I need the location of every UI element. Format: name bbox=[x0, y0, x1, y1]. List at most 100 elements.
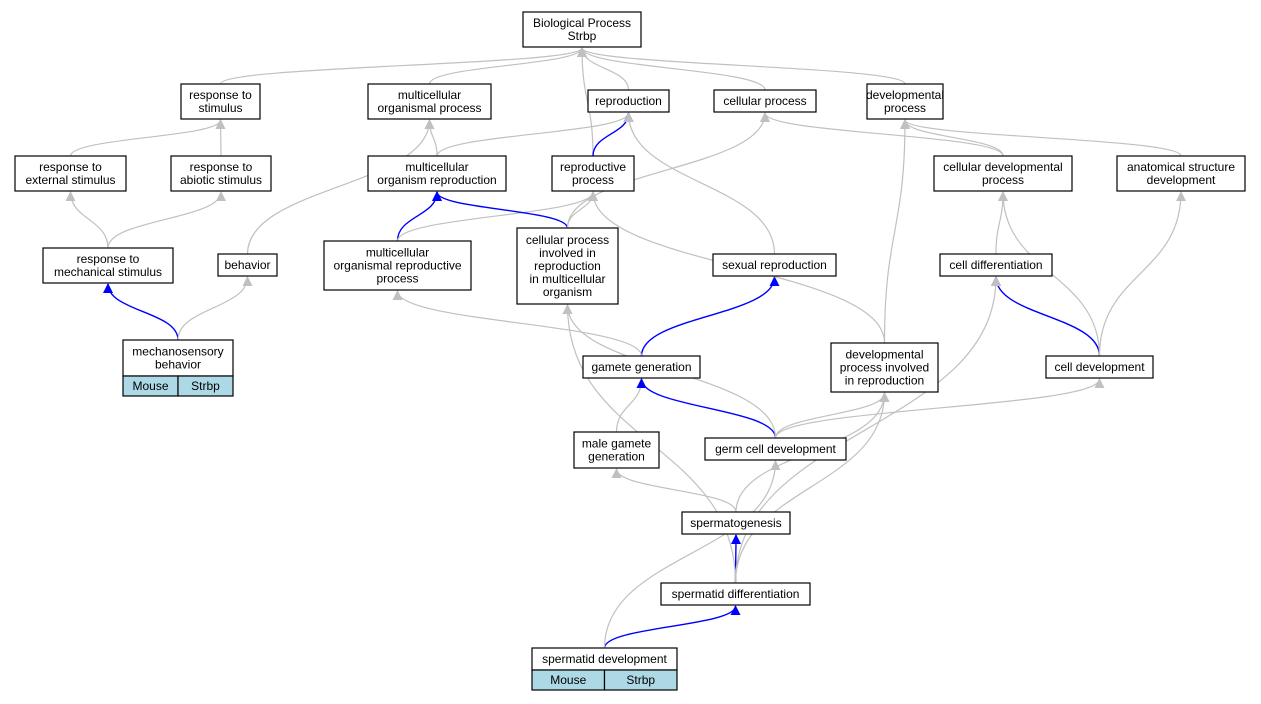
term-label: response to bbox=[190, 160, 253, 174]
term-box bbox=[551, 155, 635, 192]
term-label: cell development bbox=[1054, 360, 1145, 374]
edge-cpirmo-to-cellp bbox=[566, 112, 770, 229]
edge-rp-to-repro bbox=[592, 112, 634, 157]
term-box bbox=[712, 253, 837, 277]
annotation-label: Mouse bbox=[132, 379, 168, 393]
edge-rtes-to-rts bbox=[69, 119, 226, 157]
term-label: process bbox=[884, 101, 926, 115]
term-label: Strbp bbox=[568, 29, 597, 43]
term-label: developmental bbox=[845, 348, 923, 362]
term-box bbox=[516, 227, 619, 305]
term-node-celldev[interactable]: cell development bbox=[1045, 355, 1154, 379]
term-box bbox=[42, 247, 174, 284]
term-box bbox=[866, 83, 944, 120]
term-label: anatomical structure bbox=[1127, 160, 1235, 174]
term-label: organismal reproductive bbox=[333, 259, 461, 273]
edge-celldev-to-asd bbox=[1098, 191, 1186, 357]
term-label: Biological Process bbox=[533, 16, 631, 30]
term-node-sexr[interactable]: sexual reproduction bbox=[712, 253, 837, 277]
annotation-label: Strbp bbox=[626, 673, 655, 687]
term-node-behavior[interactable]: behavior bbox=[217, 253, 278, 277]
term-box bbox=[522, 11, 642, 48]
term-label: mechanosensory bbox=[132, 345, 223, 359]
term-node-sperg[interactable]: spermatogenesis bbox=[681, 511, 791, 535]
term-label: mechanical stimulus bbox=[54, 265, 162, 279]
term-label: reproduction bbox=[595, 94, 662, 108]
term-box bbox=[367, 83, 492, 120]
term-label: multicellular bbox=[366, 246, 429, 260]
term-label: behavior bbox=[155, 358, 201, 372]
term-box bbox=[367, 155, 507, 192]
term-label: process bbox=[572, 173, 614, 187]
term-box bbox=[933, 155, 1073, 192]
term-label: spermatogenesis bbox=[690, 516, 781, 530]
term-label: cellular developmental bbox=[943, 160, 1062, 174]
term-box bbox=[681, 511, 791, 535]
edge-gcd-to-gameteg bbox=[636, 378, 777, 439]
annotation-label: Strbp bbox=[191, 379, 220, 393]
term-node-cellp[interactable]: cellular process bbox=[713, 89, 817, 113]
term-box bbox=[14, 155, 127, 192]
term-box bbox=[1116, 155, 1246, 192]
term-label: cellular process bbox=[526, 233, 609, 247]
edge-mor-to-repro bbox=[436, 112, 634, 157]
term-box bbox=[1045, 355, 1154, 379]
term-box bbox=[704, 437, 847, 461]
edge-morp-to-rp bbox=[396, 191, 598, 242]
term-label: sexual reproduction bbox=[722, 258, 827, 272]
term-label: developmental bbox=[866, 88, 944, 102]
term-node-repro[interactable]: reproduction bbox=[587, 89, 670, 113]
term-node-celld[interactable]: cell differentiation bbox=[939, 253, 1053, 277]
edge-asd-to-devp bbox=[900, 119, 1182, 157]
edge-gcd-to-celldev bbox=[774, 378, 1105, 439]
edge-sdiff-to-dpir bbox=[734, 392, 890, 584]
term-box bbox=[217, 253, 278, 277]
term-box bbox=[660, 582, 811, 606]
term-label: response to bbox=[77, 252, 140, 266]
edge-gameteg-to-morp bbox=[392, 290, 643, 357]
edge-celldev-to-celld bbox=[991, 276, 1101, 357]
edge-rtas-to-rts bbox=[215, 119, 226, 157]
term-box bbox=[323, 240, 472, 291]
term-node-gameteg[interactable]: gamete generation bbox=[582, 355, 701, 379]
term-label: behavior bbox=[224, 258, 270, 272]
edge-rts-to-bp bbox=[219, 47, 587, 85]
edge-sdev-to-gcd bbox=[603, 460, 781, 649]
term-label: process bbox=[376, 272, 418, 286]
term-box bbox=[939, 253, 1053, 277]
term-node-sdiff[interactable]: spermatid differentiation bbox=[660, 582, 811, 606]
term-box bbox=[587, 89, 670, 113]
edge-sdev-to-sdiff bbox=[603, 605, 741, 649]
term-label: response to bbox=[39, 160, 102, 174]
edge-sperg-to-mgg bbox=[611, 468, 737, 513]
term-label: spermatid differentiation bbox=[672, 587, 800, 601]
annotation-label: Mouse bbox=[550, 673, 586, 687]
edge-behavior-to-mop bbox=[246, 119, 435, 255]
term-node-gcd[interactable]: germ cell development bbox=[704, 437, 847, 461]
term-label: organismal process bbox=[377, 101, 481, 115]
term-box bbox=[180, 83, 261, 120]
term-label: spermatid development bbox=[542, 652, 667, 666]
term-label: development bbox=[1147, 173, 1216, 187]
term-label: gamete generation bbox=[591, 360, 691, 374]
term-label: in reproduction bbox=[845, 374, 924, 388]
term-label: germ cell development bbox=[715, 442, 836, 456]
